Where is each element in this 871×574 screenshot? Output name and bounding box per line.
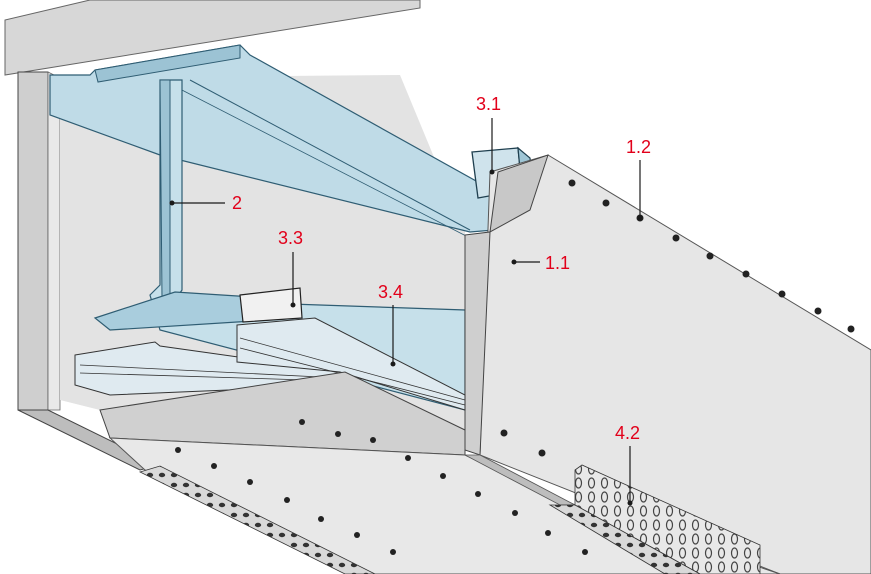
callout-3-1: 3.1 xyxy=(476,94,501,175)
screw-field-bottom-board xyxy=(175,419,588,555)
label-3-4: 3.4 xyxy=(378,282,403,302)
label-4-2: 4.2 xyxy=(615,423,640,443)
callout-3-4: 3.4 xyxy=(378,282,403,367)
clip-3-3 xyxy=(239,287,303,323)
callout-1-2: 1.2 xyxy=(626,137,651,221)
callout-4-2: 4.2 xyxy=(615,423,640,506)
label-1-1: 1.1 xyxy=(545,253,570,273)
callout-2: 2 xyxy=(169,193,242,213)
label-2: 2 xyxy=(232,193,242,213)
perforated-edge-bead-left xyxy=(138,465,376,574)
label-1-2: 1.2 xyxy=(626,137,651,157)
callout-1-1: 1.1 xyxy=(511,253,570,273)
perforated-corner-bead-4-2 xyxy=(548,464,761,574)
concrete-slab xyxy=(0,0,871,76)
left-side-board xyxy=(17,71,162,471)
label-3-3: 3.3 xyxy=(278,228,303,248)
label-3-1: 3.1 xyxy=(476,94,501,114)
callout-3-3: 3.3 xyxy=(278,228,303,308)
